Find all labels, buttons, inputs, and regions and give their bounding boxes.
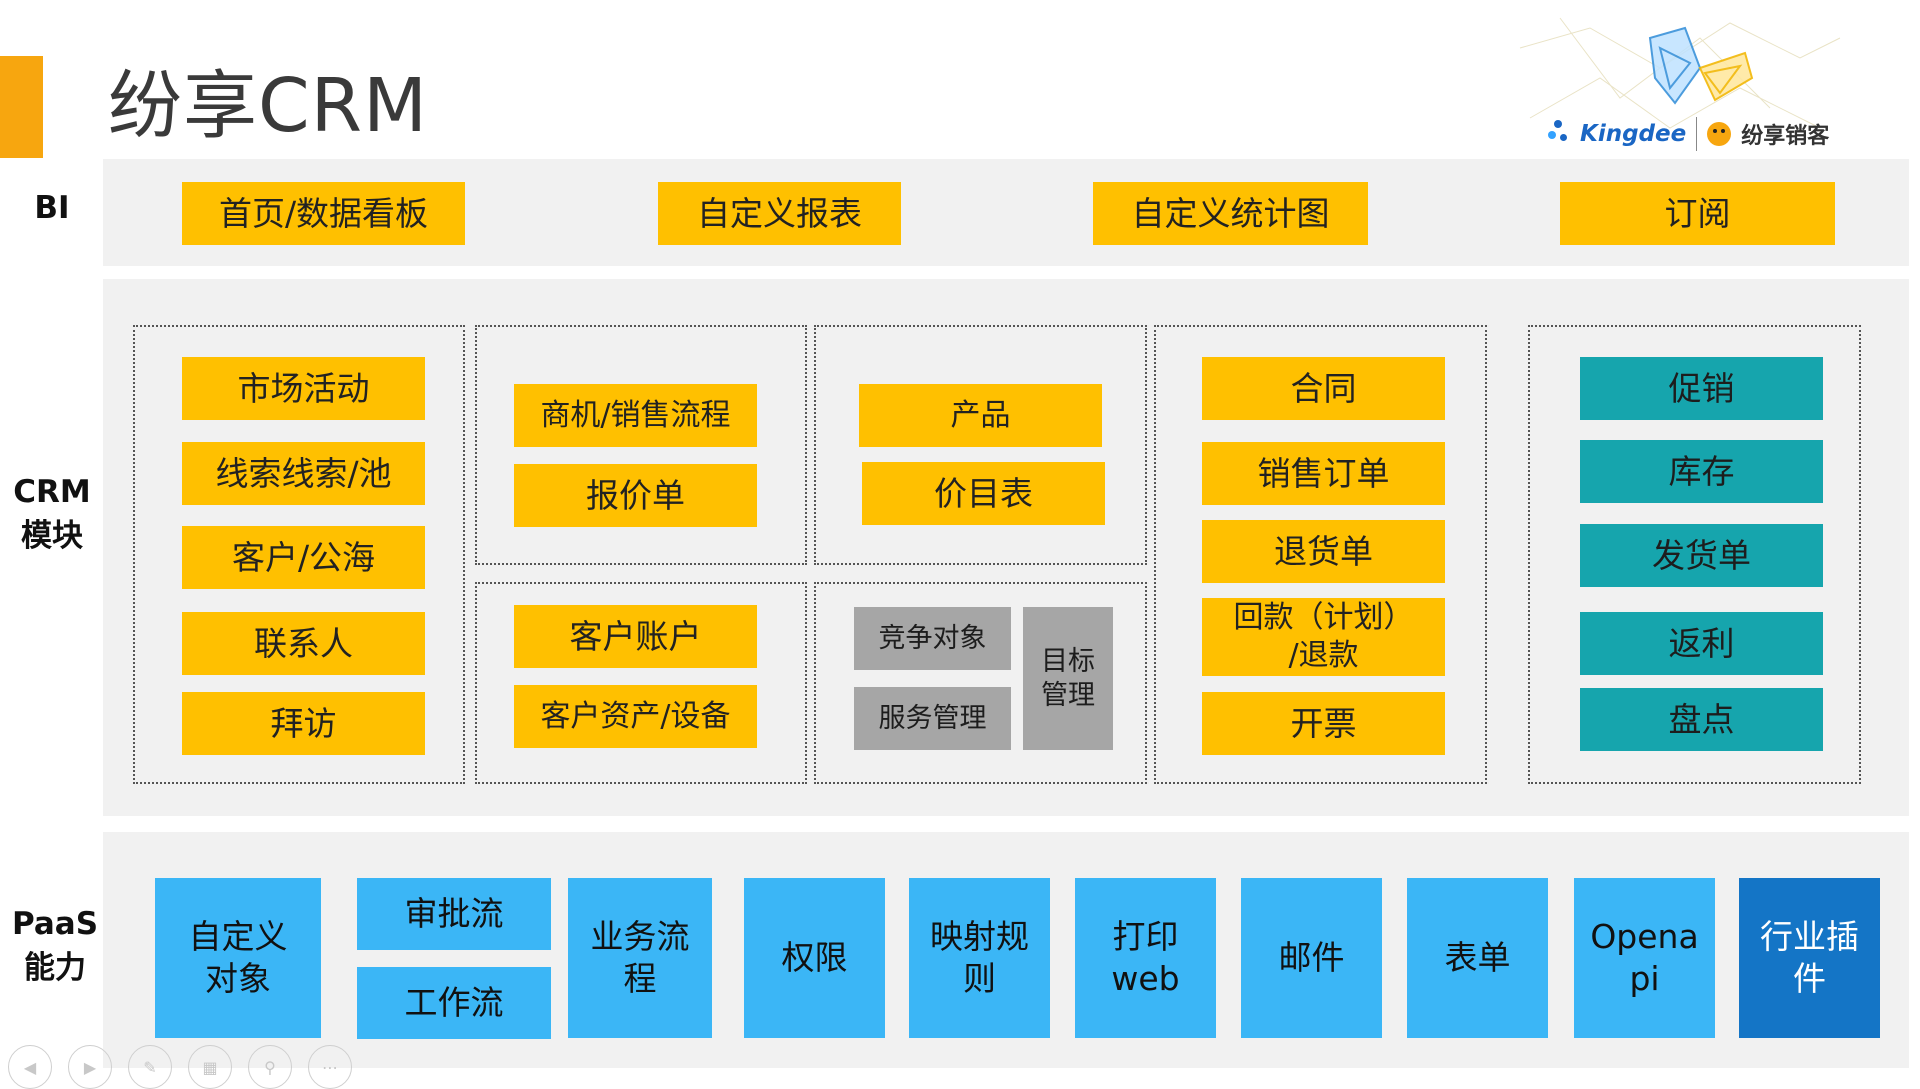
crm-item-competitor[interactable]: 竞争对象 <box>854 607 1011 670</box>
presentation-nav: ◀ ▶ ✎ ▦ ⚲ ⋯ <box>8 1045 352 1089</box>
paas-item-industry-plugin[interactable]: 行业插 件 <box>1739 878 1880 1038</box>
crm-group-account <box>475 582 807 784</box>
crm-group-contract <box>1154 325 1487 784</box>
crm-item-delivery-note[interactable]: 发货单 <box>1580 524 1823 587</box>
crm-item-marketing-activity[interactable]: 市场活动 <box>182 357 425 420</box>
row-label-crm: CRM 模块 <box>13 474 91 554</box>
crm-item-contact[interactable]: 联系人 <box>182 612 425 675</box>
next-icon[interactable]: ▶ <box>68 1045 112 1089</box>
bi-item-subscribe[interactable]: 订阅 <box>1560 182 1835 245</box>
crm-item-payment[interactable]: 回款（计划） /退款 <box>1202 598 1445 676</box>
paas-item-form[interactable]: 表单 <box>1407 878 1548 1038</box>
crm-group-marketing <box>133 325 465 784</box>
butterfly-icon <box>1519 17 1841 129</box>
crm-group-service <box>814 582 1147 784</box>
crm-item-inventory[interactable]: 库存 <box>1580 440 1823 503</box>
paas-item-permission[interactable]: 权限 <box>744 878 885 1038</box>
fxiaoke-mascot-icon <box>1707 122 1732 146</box>
crm-item-visit[interactable]: 拜访 <box>182 692 425 755</box>
crm-item-contract[interactable]: 合同 <box>1202 357 1445 420</box>
row-label-bi: BI <box>34 190 70 226</box>
crm-item-product[interactable]: 产品 <box>859 384 1102 447</box>
kingdee-logo: Kingdee 纷享销客 <box>1548 116 1829 152</box>
crm-item-leads[interactable]: 线索线索/池 <box>182 442 425 505</box>
crm-item-quote[interactable]: 报价单 <box>514 464 757 527</box>
paas-item-business-flow[interactable]: 业务流 程 <box>568 878 712 1038</box>
bi-item-custom-report[interactable]: 自定义报表 <box>658 182 901 245</box>
paas-item-approval-flow[interactable]: 审批流 <box>357 878 551 950</box>
zoom-icon[interactable]: ⚲ <box>248 1045 292 1089</box>
crm-item-target-management[interactable]: 目标 管理 <box>1023 607 1113 750</box>
paas-item-mapping-rule[interactable]: 映射规 则 <box>909 878 1050 1038</box>
prev-icon[interactable]: ◀ <box>8 1045 52 1089</box>
crm-item-promotion[interactable]: 促销 <box>1580 357 1823 420</box>
paas-item-print-web[interactable]: 打印 web <box>1075 878 1216 1038</box>
kingdee-dots-icon <box>1548 120 1570 148</box>
crm-group-opportunity <box>475 325 807 565</box>
crm-item-price-list[interactable]: 价目表 <box>862 462 1105 525</box>
bi-item-custom-chart[interactable]: 自定义统计图 <box>1093 182 1368 245</box>
grid-icon[interactable]: ▦ <box>188 1045 232 1089</box>
accent-bar <box>0 56 43 158</box>
crm-item-return-order[interactable]: 退货单 <box>1202 520 1445 583</box>
crm-item-service-management[interactable]: 服务管理 <box>854 687 1011 750</box>
crm-item-stocktake[interactable]: 盘点 <box>1580 688 1823 751</box>
paas-item-workflow[interactable]: 工作流 <box>357 967 551 1039</box>
crm-item-sales-order[interactable]: 销售订单 <box>1202 442 1445 505</box>
crm-item-rebate[interactable]: 返利 <box>1580 612 1823 675</box>
paas-item-custom-object[interactable]: 自定义 对象 <box>155 878 321 1038</box>
crm-item-opportunity[interactable]: 商机/销售流程 <box>514 384 757 447</box>
fxiaoke-wordmark: 纷享销客 <box>1741 124 1830 149</box>
crm-item-customer-account[interactable]: 客户账户 <box>514 605 757 668</box>
row-label-paas: PaaS 能力 <box>11 906 99 986</box>
more-icon[interactable]: ⋯ <box>308 1045 352 1089</box>
paas-item-mail[interactable]: 邮件 <box>1241 878 1382 1038</box>
logo-divider <box>1696 117 1698 151</box>
slide-title: 纷享CRM <box>108 63 428 149</box>
crm-item-customer-asset[interactable]: 客户资产/设备 <box>514 685 757 748</box>
kingdee-wordmark: Kingdee <box>1580 121 1687 147</box>
pen-icon[interactable]: ✎ <box>128 1045 172 1089</box>
bi-item-dashboard[interactable]: 首页/数据看板 <box>182 182 465 245</box>
crm-group-erp <box>1528 325 1861 784</box>
paas-item-open-api[interactable]: Opena pi <box>1574 878 1715 1038</box>
crm-group-product <box>814 325 1147 565</box>
logo-graphic <box>1500 8 1860 158</box>
crm-item-invoice[interactable]: 开票 <box>1202 692 1445 755</box>
crm-item-customer[interactable]: 客户/公海 <box>182 526 425 589</box>
